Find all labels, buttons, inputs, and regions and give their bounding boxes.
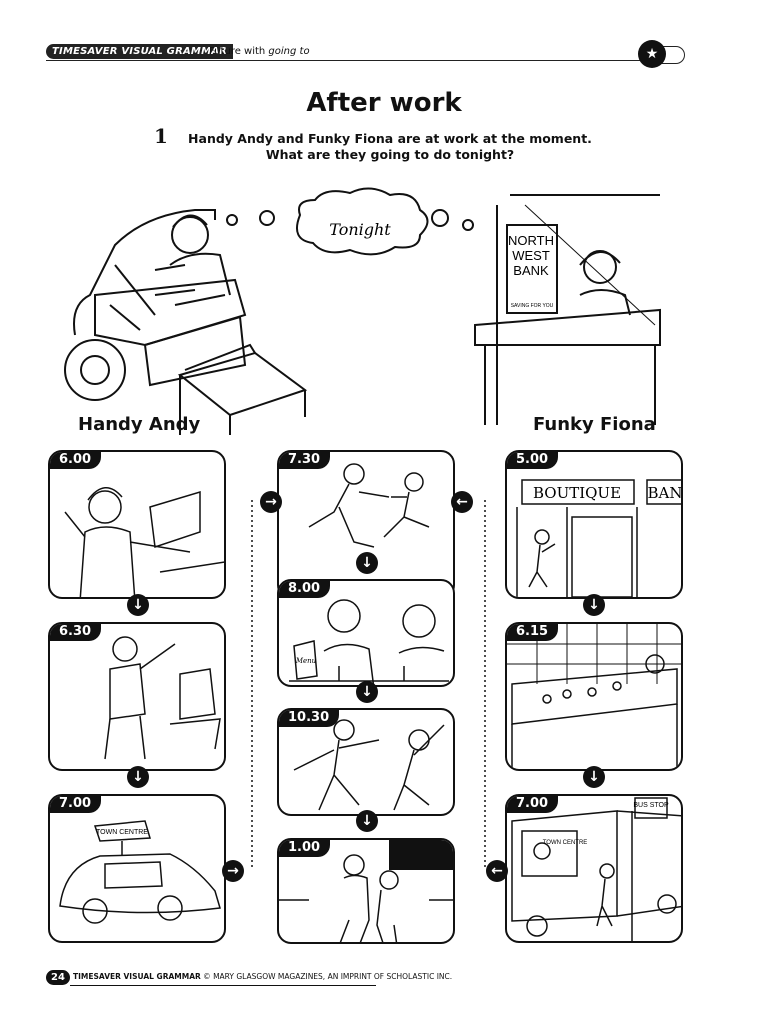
down-arrow-icon: ↓ (127, 594, 149, 616)
andy-at-garage-illustration (64, 487, 224, 597)
panel-time: 7.30 (279, 452, 331, 469)
topic-label: Future with going to (209, 46, 310, 57)
bank-sign-line2: WEST (512, 248, 550, 263)
middle-panel-1: 7.30 (277, 450, 455, 599)
down-arrow-icon: ↓ (356, 552, 378, 574)
footer-credit: TIMESAVER VISUAL GRAMMAR © MARY GLASGOW … (73, 972, 453, 981)
down-arrow-icon: ↓ (583, 594, 605, 616)
bank-sign-line1: NORTH (508, 233, 554, 248)
page-title: After work (306, 88, 462, 118)
exercise-instructions: Handy Andy and Funky Fiona are at work a… (188, 131, 592, 162)
party-dancing-illustration (293, 719, 445, 811)
thought-text: Tonight (329, 220, 391, 239)
middle-panel-4: 1.00 (277, 838, 455, 944)
dotted-connectors (251, 500, 486, 870)
walking-home-illustration (279, 840, 453, 942)
down-arrow-icon: ↓ (356, 681, 378, 703)
andy-at-barber-illustration (104, 636, 221, 760)
header-rule (46, 60, 646, 61)
andy-panel-3: 7.00 TOWN CENTRE (48, 794, 226, 943)
bank-shop-sign: BAN (648, 484, 683, 502)
bus-stop-sign: BUS STOP (633, 802, 669, 809)
thought-cloud (226, 187, 474, 256)
fiona-panel-2: 6.15 (505, 622, 683, 771)
panel-time: 5.00 (507, 452, 559, 469)
fiona-bath-illustration (507, 624, 681, 769)
panel-time: 7.00 (50, 796, 102, 813)
middle-panel-3: 10.30 (277, 708, 455, 816)
menu-label: Menu (295, 657, 317, 665)
panel-time: 1.00 (279, 840, 331, 857)
bank-slogan: SAVING FOR YOU (511, 303, 554, 309)
bank-sign-line3: BANK (513, 263, 549, 278)
header-pill-end (652, 46, 685, 64)
right-arrow-icon: → (260, 491, 282, 513)
fiona-panel-3: 7.00 BUS STOP TOWN CENTRE (505, 794, 683, 943)
bus-destination-sign: TOWN CENTRE (543, 840, 588, 846)
panel-time: 7.00 (507, 796, 559, 813)
down-arrow-icon: ↓ (583, 766, 605, 788)
andy-panel-1: 6.00 (48, 450, 226, 599)
page-number: 24 (46, 970, 70, 985)
left-arrow-icon: ← (451, 491, 473, 513)
series-label: TIMESAVER VISUAL GRAMMAR (46, 44, 234, 59)
top-scene-illustration: Tonight NORTH WEST BANK SAVING FOR YOU (64, 187, 661, 435)
right-arrow-icon: → (222, 860, 244, 882)
panel-time: 8.00 (279, 581, 331, 598)
panel-time: 6.00 (50, 452, 102, 469)
middle-panel-2: 8.00 Menu (277, 579, 455, 687)
car-illustration (64, 209, 308, 435)
boutique-sign: BOUTIQUE (533, 484, 621, 502)
panel-time: 10.30 (279, 710, 340, 727)
down-arrow-icon: ↓ (356, 810, 378, 832)
fiona-panel-1: 5.00 BOUTIQUE BAN (505, 450, 683, 599)
footer-rule (70, 985, 376, 986)
star-icon: ★ (638, 40, 666, 68)
panel-time: 6.15 (507, 624, 559, 641)
fiona-name: Funky Fiona (533, 414, 656, 435)
town-centre-sign: TOWN CENTRE (96, 829, 148, 836)
left-arrow-icon: ← (486, 860, 508, 882)
andy-name: Handy Andy (78, 414, 201, 435)
panel-time: 6.30 (50, 624, 102, 641)
fiona-shopping-illustration: BOUTIQUE BAN (516, 479, 683, 597)
exercise-number: 1 (154, 124, 168, 148)
andy-driving-illustration: TOWN CENTRE (59, 820, 221, 924)
fiona-bus-illustration: BUS STOP TOWN CENTRE (511, 797, 681, 941)
andy-panel-2: 6.30 (48, 622, 226, 771)
dancing-illustration (308, 463, 430, 548)
bank-counter-illustration (474, 194, 661, 425)
down-arrow-icon: ↓ (127, 766, 149, 788)
